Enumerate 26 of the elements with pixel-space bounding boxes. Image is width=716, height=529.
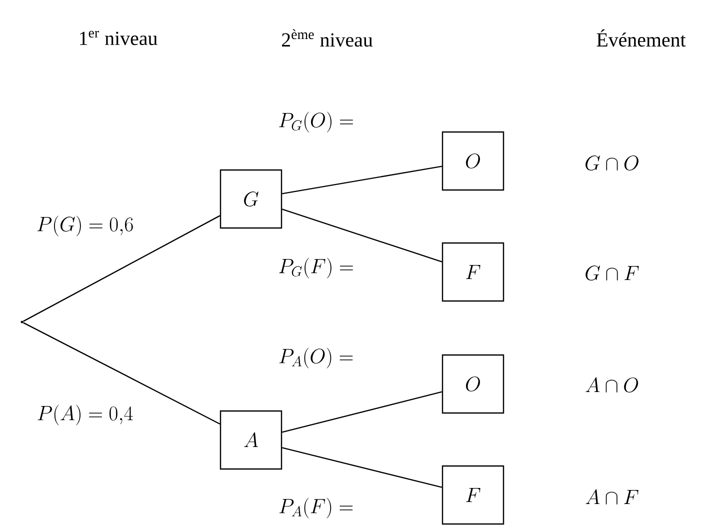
branch-line <box>23 322 220 424</box>
event-label: $G \cap F$ <box>586 266 639 280</box>
probability-label: $P_A(F) =$ <box>277 496 355 520</box>
column-heading: Événement <box>596 29 686 47</box>
outcome-box: $O$ <box>442 354 504 414</box>
probability-label: $P_G(F) =$ <box>277 256 355 280</box>
column-heading: 2$^{ème}$ niveau <box>282 29 373 47</box>
outcome-box: $F$ <box>442 242 504 302</box>
branch-line <box>282 166 442 194</box>
column-heading: 1$^{er}$ niveau <box>80 30 158 46</box>
probability-label: $P_A(O) =$ <box>277 346 355 370</box>
branch-line <box>282 447 442 488</box>
branch-line <box>282 391 442 433</box>
probability-label: $P(A) = 0{,}4$ <box>36 404 134 426</box>
event-label: $A \cap O$ <box>586 377 638 392</box>
branch-point <box>20 320 24 324</box>
outcome-box: $O$ <box>442 131 504 191</box>
probability-label: $P(G) = 0{,}6$ <box>35 214 135 238</box>
outcome-box: $F$ <box>442 465 504 525</box>
branch-line <box>23 215 220 322</box>
event-label: $G \cap O$ <box>586 156 638 170</box>
event-label: $A \cap F$ <box>586 489 638 504</box>
probability-label: $P_G(O) =$ <box>277 110 355 134</box>
outcome-box: $G$ <box>220 169 282 229</box>
branch-line <box>282 208 442 262</box>
outcome-box: $A$ <box>220 410 282 470</box>
